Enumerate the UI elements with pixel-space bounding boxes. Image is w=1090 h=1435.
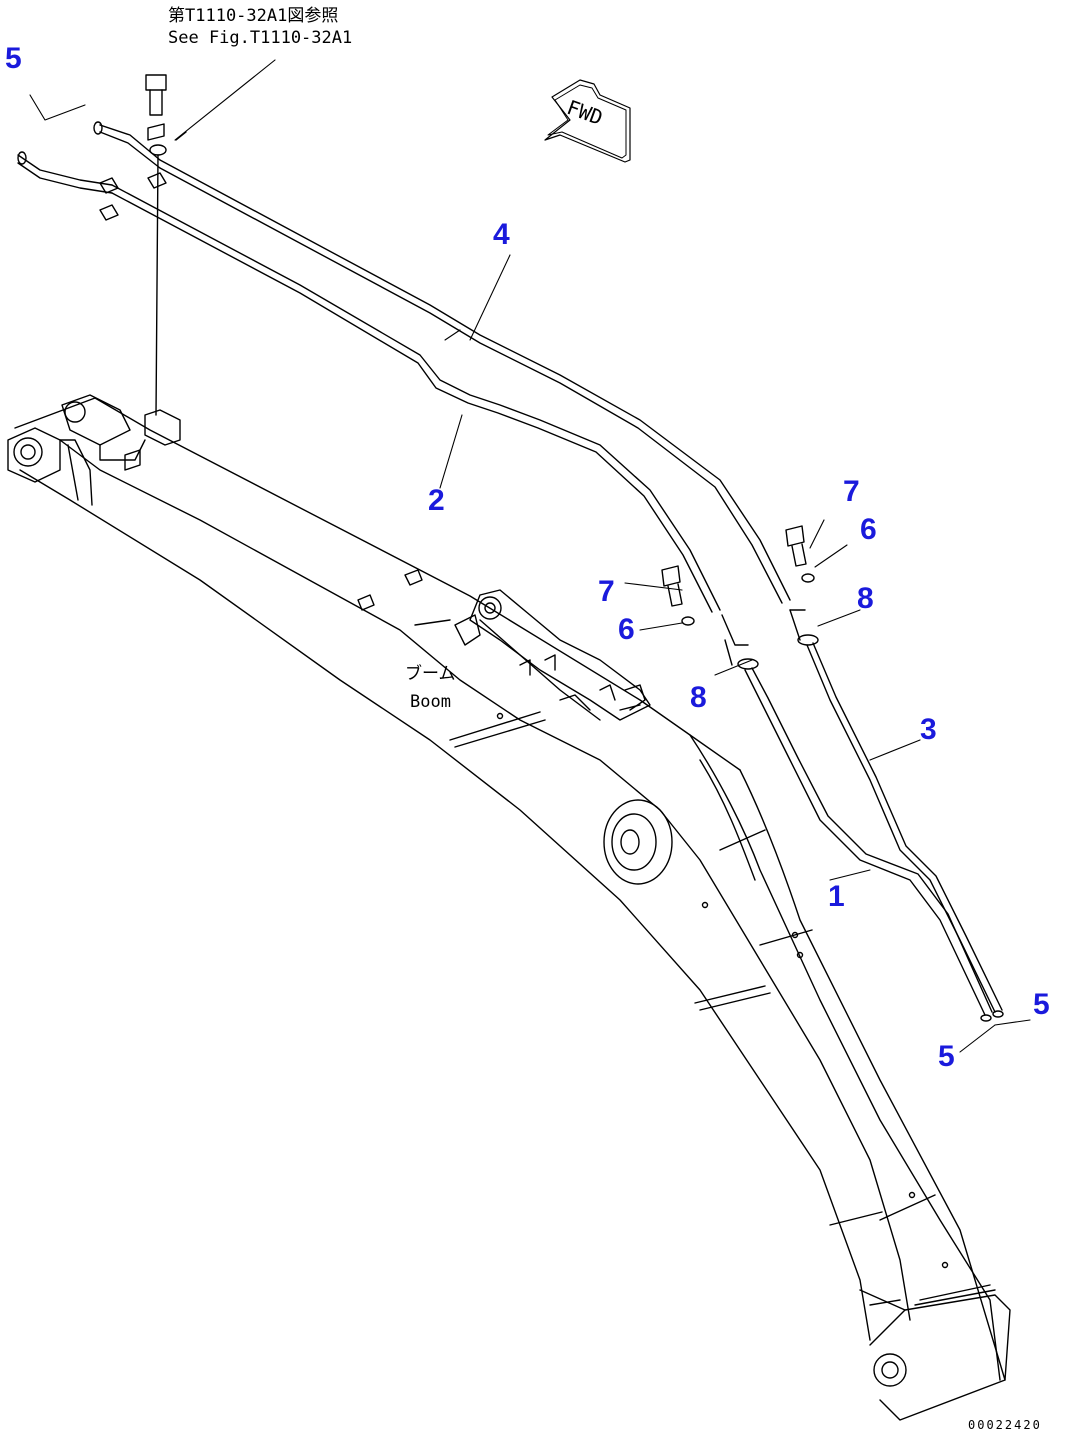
callout-6-right: 6 <box>860 513 877 546</box>
callout-7-right: 7 <box>843 475 860 508</box>
callout-7-left: 7 <box>598 575 615 608</box>
boom-body <box>7 394 1011 1421</box>
reference-note-en: See Fig.T1110-32A1 <box>168 28 353 48</box>
boom-label-en: Boom <box>410 692 451 712</box>
leader-lines <box>29 59 1031 1053</box>
callout-8-right: 8 <box>857 582 874 615</box>
fwd-arrow <box>544 79 631 163</box>
callout-3: 3 <box>920 713 937 746</box>
tube-lines <box>17 74 1004 1022</box>
callout-4: 4 <box>493 218 510 251</box>
drawing-id: 00022420 <box>968 1418 1042 1432</box>
callout-8-left: 8 <box>690 681 707 714</box>
boom-label-jp: ブーム <box>405 664 456 684</box>
callout-1: 1 <box>828 880 845 913</box>
callout-5-right: 5 <box>1033 988 1050 1021</box>
reference-note-jp: 第T1110-32A1図参照 <box>168 6 339 26</box>
callout-5-top-left: 5 <box>5 42 22 75</box>
callout-2: 2 <box>428 484 445 517</box>
callout-6-left: 6 <box>618 613 635 646</box>
callout-5-bottom: 5 <box>938 1040 955 1073</box>
